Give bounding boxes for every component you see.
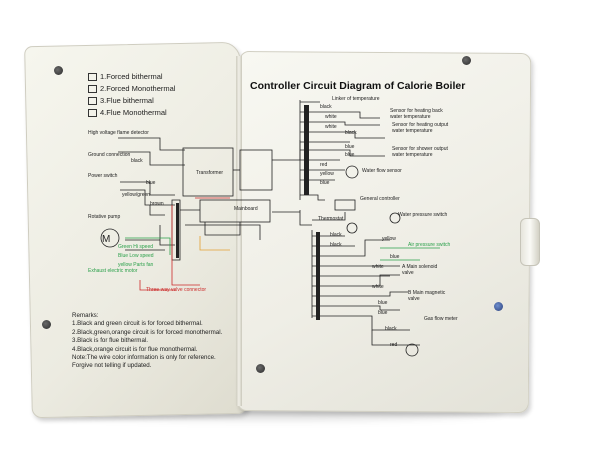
mounting-hole-top-left — [54, 66, 63, 75]
wire-label: white — [372, 284, 384, 290]
label-green-speed: Green Hi speed — [118, 244, 154, 250]
wire-label: yellow — [382, 236, 396, 242]
remarks-line: 4.Black,orange circuit is for flue monot… — [72, 345, 198, 353]
wire-label: red — [320, 162, 328, 168]
wire-label: black — [385, 326, 397, 332]
remarks-line: 3.Black is for flue bithermal. — [72, 337, 148, 345]
wire-label: white — [325, 114, 337, 120]
option-4: 4.Flue Monothermal — [88, 108, 167, 118]
label-sensor-output: Sensor for heating output water temperat… — [392, 122, 449, 134]
mounting-hole-bottom-mid — [256, 364, 265, 373]
checkbox-icon — [88, 97, 97, 106]
remarks-line: 1.Black and green circuit is for forced … — [72, 320, 203, 328]
label-mainboard: Mainboard — [234, 206, 258, 212]
option-3: 3.Flue bithermal — [88, 96, 154, 106]
wire-label: blue — [345, 144, 355, 150]
cover-hinge — [236, 56, 242, 406]
diagram-title: Controller Circuit Diagram of Calorie Bo… — [250, 80, 466, 92]
label-sensor-shower: Sensor for shower output water temperatu… — [392, 146, 448, 158]
label-blue-speed: Blue Low speed — [118, 253, 154, 259]
label-flame-detector: High voltage flame detector — [88, 130, 149, 136]
checkbox-icon — [88, 85, 97, 94]
label-thermostat: Thermostat — [318, 216, 344, 222]
label-water-flow: Water flow sensor — [362, 168, 402, 174]
label-general-controller: General controller — [360, 196, 400, 202]
remarks-line: 2.Black,green,orange circuit is for forc… — [72, 328, 223, 336]
label-yellow-fan: yellow Parts fan — [118, 262, 154, 268]
mounting-hole-bottom-left — [42, 320, 51, 329]
wire-label: blue — [378, 300, 388, 306]
wire-label: white — [325, 124, 337, 130]
remarks-heading: Remarks: — [72, 312, 99, 319]
label-transformer: Transformer — [196, 170, 224, 176]
checkbox-icon — [88, 73, 97, 82]
wire-label: yellow — [320, 171, 334, 177]
label-blue: blue — [146, 180, 156, 186]
wire-label: white — [372, 264, 384, 270]
label-a-main-valve: A Main solenoid valve — [402, 264, 438, 276]
label-sensor-heating: Sensor for heating back water temperatur… — [390, 108, 443, 120]
label-gas-flow-meter: Gas flow meter — [424, 316, 458, 322]
svg-text:M: M — [102, 234, 110, 245]
wire-label: blue — [378, 310, 388, 316]
remarks-line: Forgive not telling if updated. — [72, 362, 152, 370]
label-valve-connector: Three-way valve connector — [146, 287, 207, 293]
label-power-switch: Power switch — [88, 173, 118, 179]
label-rotative-pump: Rotative pump — [88, 214, 121, 220]
label-ground: Ground connection — [88, 152, 131, 158]
wire-label: blue — [345, 152, 355, 158]
label-black: black — [131, 158, 143, 164]
label-yellow-green: yellow/green — [122, 192, 151, 198]
mounting-hole-top-right — [462, 56, 471, 65]
remarks-block: Remarks: 1.Black and green circuit is fo… — [72, 312, 222, 371]
side-connector-knob — [520, 218, 540, 266]
checkbox-icon — [88, 109, 97, 118]
option-2: 2.Forced Monothermal — [88, 84, 175, 94]
label-exhaust-motor: Exhaust electric motor — [88, 268, 138, 274]
wire-label: red — [390, 342, 398, 348]
wire-label: blue — [320, 180, 330, 186]
remarks-line: Note:The wire color information is only … — [72, 354, 216, 362]
label-pressure-switch: Water pressure switch — [398, 212, 448, 218]
label-linker-temperature: Linker of temperature — [332, 96, 380, 102]
label-brown: brown — [150, 201, 164, 207]
label-air-pressure: Air pressure switch — [408, 242, 451, 248]
option-1: 1.Forced bithermal — [88, 72, 163, 82]
wire-label: black — [330, 232, 342, 238]
wire-label: black — [345, 130, 357, 136]
blue-screw — [494, 302, 503, 311]
label-b-main-valve: B Main magnetic valve — [408, 290, 446, 302]
wire-label: blue — [390, 254, 400, 260]
wire-label: black — [330, 242, 342, 248]
wire-label: black — [320, 104, 332, 110]
